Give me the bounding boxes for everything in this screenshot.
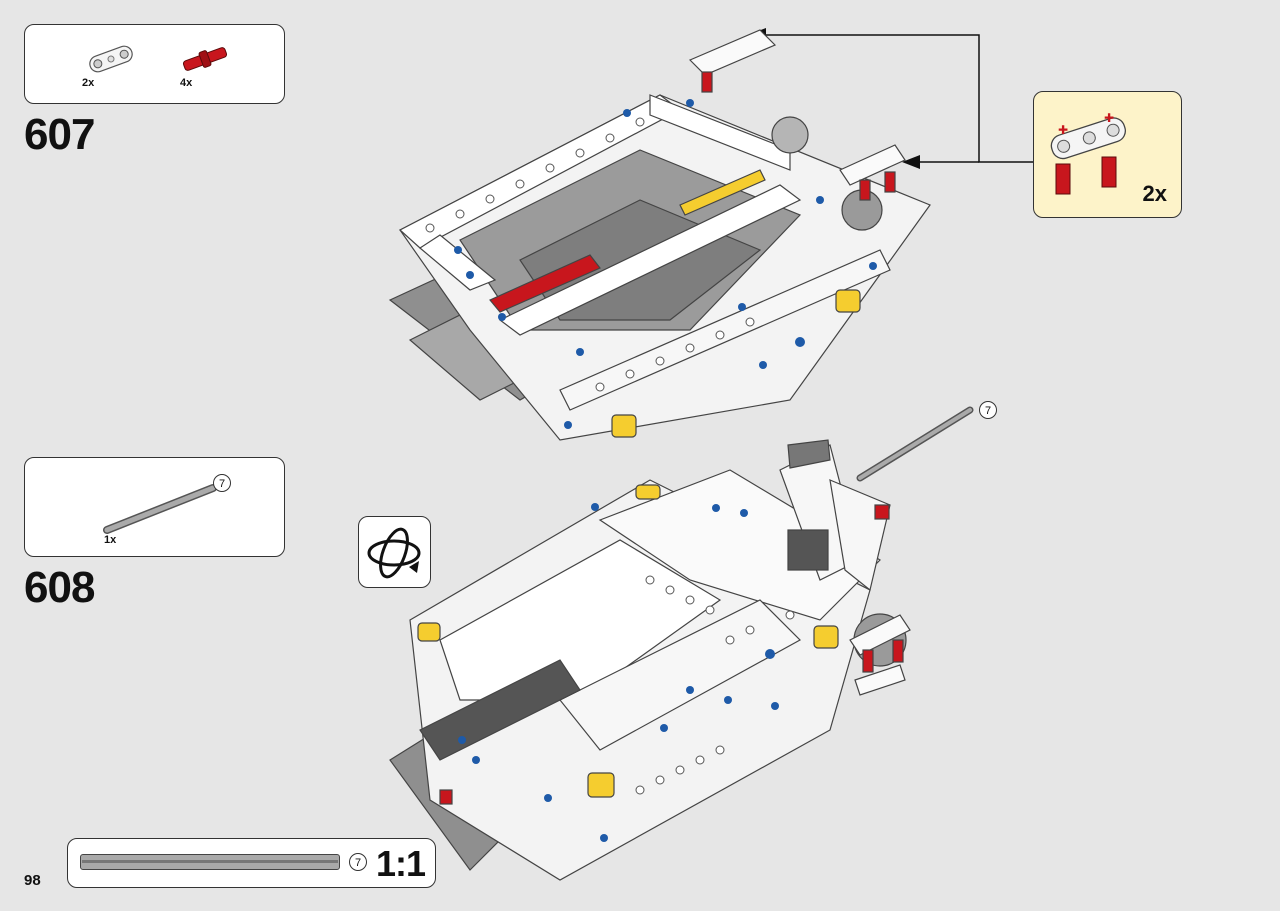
red-connector-part-icon — [182, 47, 228, 71]
gray-axle-part-icon — [103, 484, 217, 534]
svg-text:✚: ✚ — [1104, 111, 1114, 125]
page-number: 98 — [24, 872, 41, 889]
parts-list-607: 2x 4x — [24, 24, 285, 104]
step-number-607: 607 — [24, 110, 95, 159]
scale-ratio: 1:1 — [375, 843, 426, 884]
scale-length-label: 7 — [349, 853, 367, 871]
subassembly-callout: ✚ ✚ 2x — [1033, 91, 1182, 218]
part-qty: 4x — [180, 77, 193, 89]
rotate-model-icon — [367, 527, 421, 579]
step-number-608: 608 — [24, 563, 95, 612]
white-beam-part-icon — [89, 45, 133, 73]
scale-axle-graphic-stripe — [82, 860, 338, 863]
axle-length-label: 7 — [213, 474, 231, 492]
parts-list-608: 7 1x — [24, 457, 285, 557]
part-qty: 2x — [82, 77, 95, 89]
scale-bar: 7 1:1 — [67, 838, 436, 888]
part-qty: 1x — [104, 534, 117, 546]
callout-qty: 2x — [1142, 181, 1167, 206]
axle-length-callout: 7 — [979, 401, 997, 419]
rotate-model-box — [358, 516, 431, 588]
red-white-subassembly-icon: ✚ ✚ — [1050, 111, 1126, 195]
svg-text:✚: ✚ — [1058, 123, 1068, 137]
